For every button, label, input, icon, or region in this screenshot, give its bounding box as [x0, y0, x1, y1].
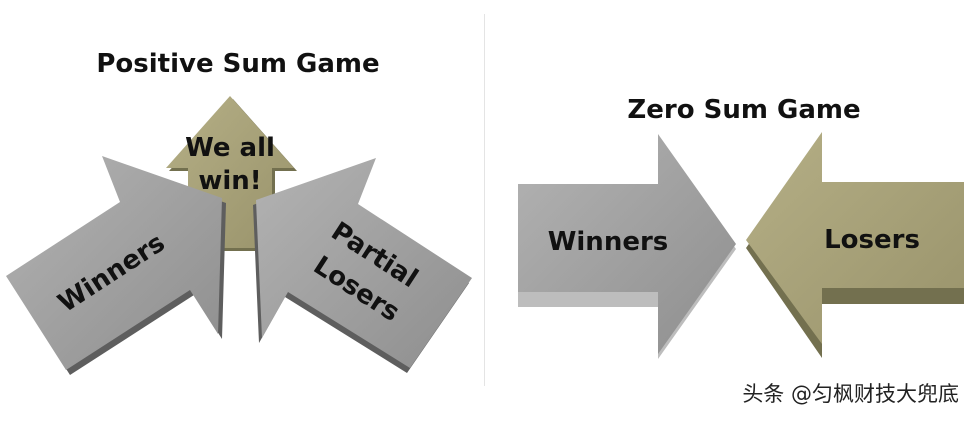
up-arrow-line-1: We all: [185, 133, 275, 163]
zero-sum-title: Zero Sum Game: [627, 95, 860, 125]
partial-losers-arrow-body: [256, 158, 472, 368]
zero-winners-arrow-body: [518, 134, 736, 354]
zero-losers-label: Losers: [824, 225, 920, 255]
zero-winners-arrow: Winners: [518, 134, 736, 359]
winners-diagonal-arrow-body: [6, 156, 222, 370]
up-arrow-line-2: win!: [198, 166, 261, 196]
winners-diagonal-arrow: Winners: [6, 156, 226, 375]
watermark-text: 头条 @匀枫财技大兜底: [742, 382, 959, 406]
panel-divider: [484, 14, 485, 386]
positive-sum-title: Positive Sum Game: [96, 49, 379, 79]
zero-winners-label: Winners: [548, 227, 669, 257]
partial-losers-arrow: Partial Losers: [253, 158, 472, 373]
zero-losers-arrow-body: [746, 132, 964, 344]
zero-sum-panel: Zero Sum Game Winners Losers: [518, 95, 964, 359]
zero-losers-arrow: Losers: [746, 132, 964, 358]
positive-sum-panel: Positive Sum Game We all win! Winners Pa…: [6, 49, 472, 375]
